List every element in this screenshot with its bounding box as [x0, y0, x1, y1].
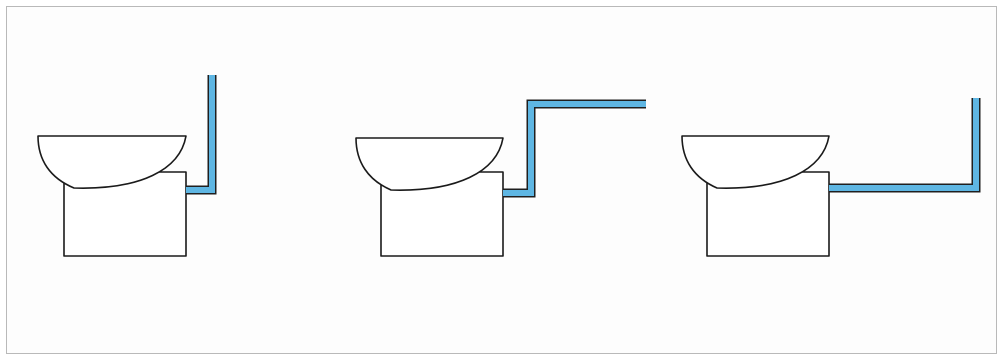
- drain-pipe: [186, 75, 217, 195]
- panel-horizontal-vertical-outlet: [681, 98, 981, 257]
- pipe-segment: [829, 98, 979, 191]
- pipe-segment: [503, 101, 646, 196]
- toilet-bowl: [355, 137, 504, 191]
- toilet-bowl: [681, 135, 830, 189]
- panel-vertical-outlet: [37, 75, 217, 257]
- pipe-segment: [186, 75, 215, 193]
- panel-vertical-horizontal-outlet: [355, 99, 646, 257]
- toilet-fixture: [37, 135, 187, 257]
- toilet-bowl: [37, 135, 187, 189]
- toilet-fixture: [681, 135, 830, 257]
- drain-pipe: [829, 98, 981, 193]
- toilet-fixture: [355, 137, 504, 257]
- drain-pipe: [503, 99, 646, 198]
